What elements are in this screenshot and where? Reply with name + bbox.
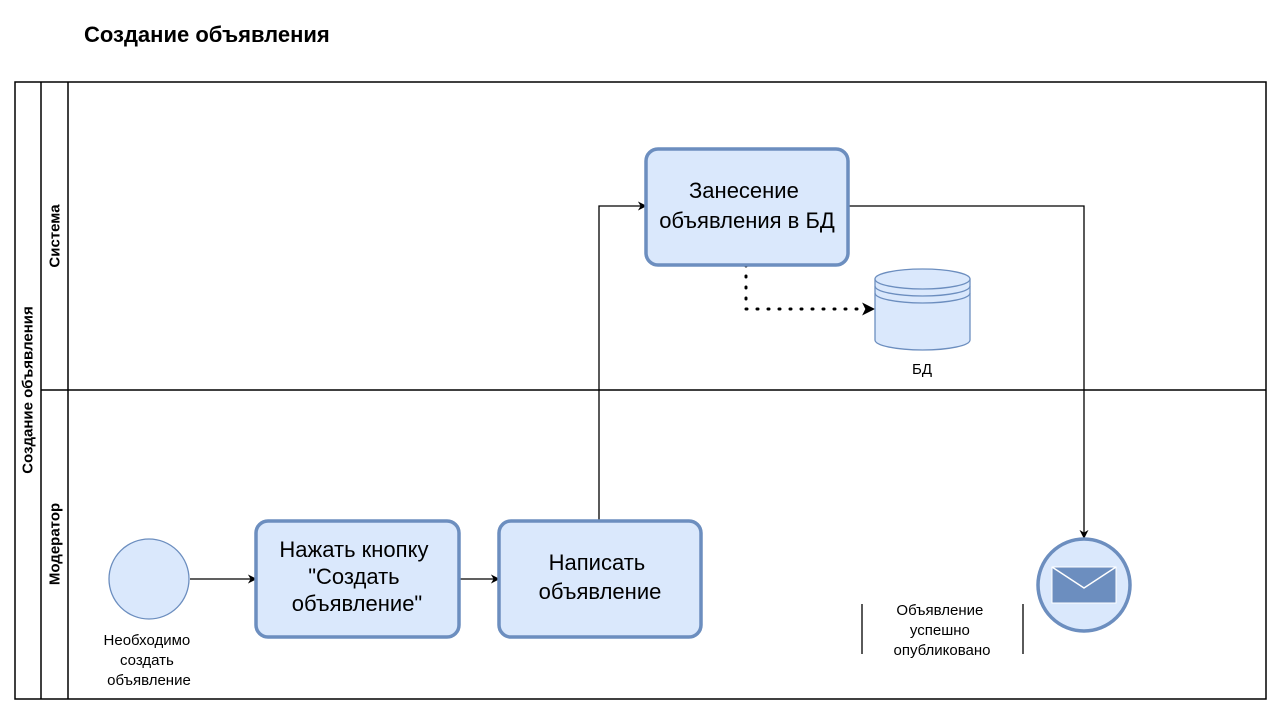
- sequence-flows: [190, 201, 1089, 584]
- task-write-ad-label: Написать объявление: [539, 550, 662, 604]
- task-press-create-button[interactable]: Нажать кнопку "Создать объявление": [254, 519, 461, 639]
- start-event-label: Необходимо создать объявление: [104, 632, 195, 689]
- envelope-icon: [1051, 566, 1117, 604]
- end-event-annotation: Объявление успешно опубликовано: [861, 602, 1024, 659]
- page-title: Создание объявления: [84, 22, 330, 47]
- flow-write-to-save: [598, 201, 647, 521]
- start-event[interactable]: [108, 538, 190, 620]
- annotation-text: Объявление успешно опубликовано: [893, 602, 990, 659]
- flow-save-to-end: [848, 205, 1089, 539]
- database-icon[interactable]: [874, 268, 971, 351]
- task-press-create-button-label: Нажать кнопку "Создать объявление": [279, 537, 434, 616]
- database-label: БД: [912, 361, 932, 378]
- lane-label-moderator: Модератор: [47, 503, 64, 585]
- data-association: [744, 263, 876, 316]
- lane-label-system: Система: [47, 204, 64, 268]
- task-save-to-db-label: Занесение объявления в БД: [659, 178, 835, 233]
- pool-label: Создание объявления: [20, 306, 37, 474]
- task-write-ad[interactable]: Написать объявление: [497, 519, 703, 639]
- pool: Создание объявления Система Модератор: [14, 81, 1267, 700]
- end-event[interactable]: [1036, 537, 1132, 633]
- task-save-to-db[interactable]: Занесение объявления в БД: [644, 147, 850, 267]
